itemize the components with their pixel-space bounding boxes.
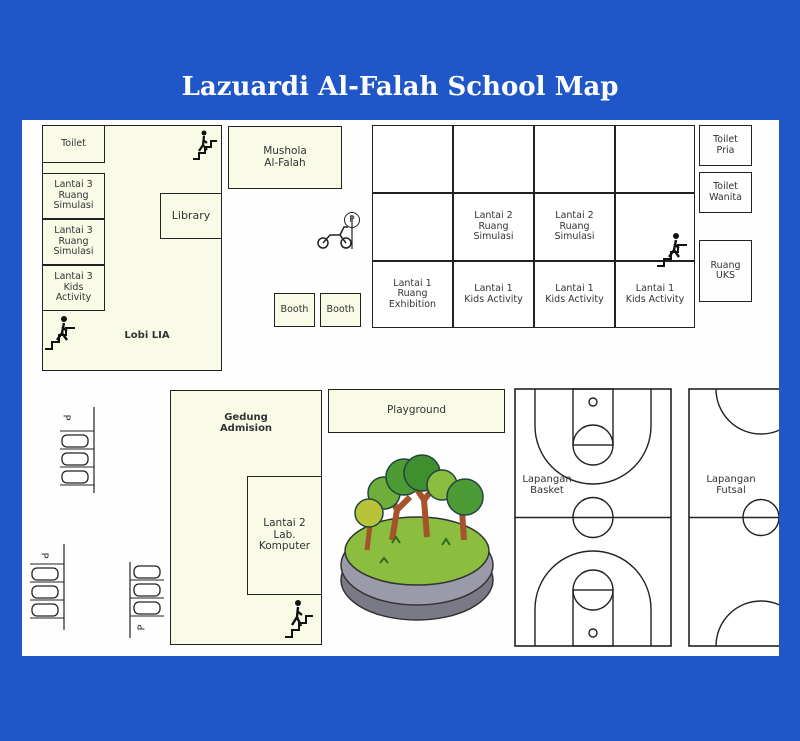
grid-room-r2c4[interactable] bbox=[615, 193, 695, 261]
grid-room-r1c4[interactable] bbox=[615, 125, 695, 193]
toilet-pria[interactable]: Toilet Pria bbox=[699, 125, 752, 166]
parking-sign: P bbox=[344, 212, 360, 228]
lantai1-kids-1[interactable]: Lantai 1 Kids Activity bbox=[453, 261, 534, 328]
lobi-lia[interactable]: Lobi LIA bbox=[124, 330, 170, 341]
parking-sign: P bbox=[60, 414, 72, 421]
tree-icon bbox=[446, 478, 484, 541]
car-icon bbox=[133, 583, 161, 597]
school-map: Toilet Lantai 3 Ruang Simulasi Lantai 3 … bbox=[22, 120, 779, 656]
lapangan-basket: Lapangan Basket bbox=[522, 474, 572, 496]
lantai1-kids-2[interactable]: Lantai 1 Kids Activity bbox=[534, 261, 615, 328]
car-icon bbox=[61, 470, 89, 484]
car-parking-1 bbox=[60, 407, 95, 493]
lantai2-simulasi-2[interactable]: Lantai 2 Ruang Simulasi bbox=[534, 193, 615, 261]
car-parking-2 bbox=[30, 544, 65, 630]
stairs-icon bbox=[45, 316, 75, 350]
booth-2[interactable]: Booth bbox=[320, 293, 361, 327]
toilet-wanita[interactable]: Toilet Wanita bbox=[699, 172, 752, 213]
lantai3-simulasi-1[interactable]: Lantai 3 Ruang Simulasi bbox=[42, 173, 105, 219]
lantai2-simulasi-1[interactable]: Lantai 2 Ruang Simulasi bbox=[453, 193, 534, 261]
car-icon bbox=[31, 603, 59, 617]
map-title: Lazuardi Al-Falah School Map bbox=[181, 72, 619, 102]
parking-sign: P bbox=[136, 624, 148, 631]
library[interactable]: Library bbox=[160, 193, 222, 239]
grid-room-r1c3[interactable] bbox=[534, 125, 615, 193]
car-icon bbox=[31, 567, 59, 581]
stairs-icon bbox=[193, 130, 217, 160]
stairs-icon bbox=[657, 233, 687, 267]
parking-sign: P bbox=[38, 552, 50, 559]
toilet-left[interactable]: Toilet bbox=[42, 125, 105, 163]
lantai1-exhibition[interactable]: Lantai 1 Ruang Exhibition bbox=[372, 261, 453, 328]
ruang-uks[interactable]: Ruang UKS bbox=[699, 240, 752, 302]
grid-room-r1c1[interactable] bbox=[372, 125, 453, 193]
car-icon bbox=[133, 601, 161, 615]
lapangan-futsal: Lapangan Futsal bbox=[706, 474, 756, 496]
lapangan-futsal-court[interactable] bbox=[688, 388, 779, 647]
booth-1[interactable]: Booth bbox=[274, 293, 315, 327]
car-icon bbox=[133, 565, 161, 579]
mushola[interactable]: Mushola Al-Falah bbox=[228, 126, 342, 189]
park-illustration bbox=[340, 454, 494, 621]
car-icon bbox=[61, 434, 89, 448]
lantai1-kids-3[interactable]: Lantai 1 Kids Activity bbox=[615, 261, 695, 328]
stairs-icon bbox=[285, 600, 313, 638]
lapangan-basket-court[interactable] bbox=[514, 388, 672, 647]
playground[interactable]: Playground bbox=[328, 389, 505, 433]
car-icon bbox=[31, 585, 59, 599]
lantai3-kids-activity[interactable]: Lantai 3 Kids Activity bbox=[42, 265, 105, 311]
car-parking-3 bbox=[129, 562, 164, 638]
tree-icon bbox=[354, 498, 384, 551]
gedung-admision[interactable]: Gedung Admision bbox=[219, 412, 273, 434]
car-icon bbox=[61, 452, 89, 466]
grid-room-r1c2[interactable] bbox=[453, 125, 534, 193]
lab-komputer[interactable]: Lantai 2 Lab. Komputer bbox=[247, 476, 322, 595]
grid-room-r2c1[interactable] bbox=[372, 193, 453, 261]
lantai3-simulasi-2[interactable]: Lantai 3 Ruang Simulasi bbox=[42, 219, 105, 265]
